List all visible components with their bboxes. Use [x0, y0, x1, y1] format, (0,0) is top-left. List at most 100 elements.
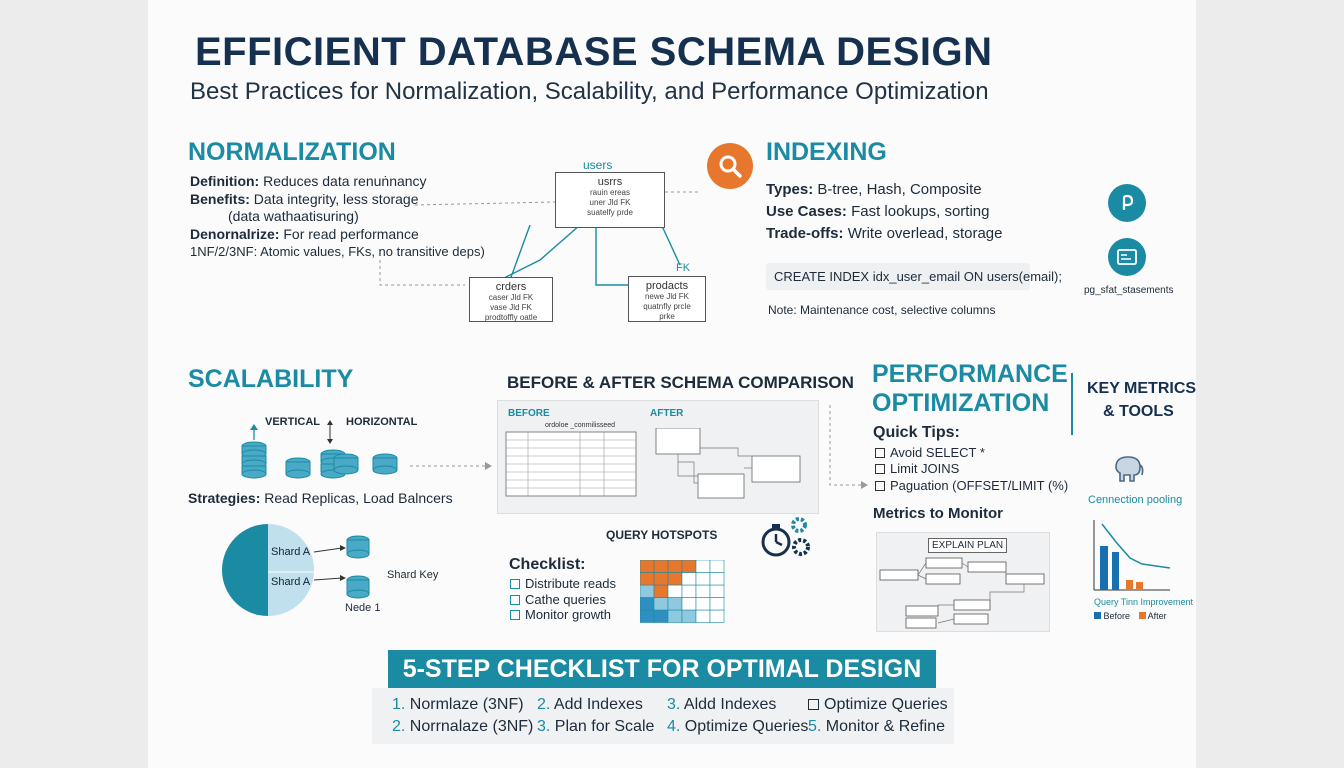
heatmap-cell: [653, 609, 669, 623]
checkbox-icon: [875, 481, 885, 491]
hotspots-heading: QUERY HOTSPOTS: [606, 528, 718, 542]
index-uses-line: Use Cases: Fast lookups, sorting: [766, 203, 989, 220]
quick-tips-heading: Quick Tips:: [873, 424, 960, 441]
products-table-box: prodacts newe Jld FK quatnfly prcle prke: [628, 276, 706, 322]
heatmap-cell: [681, 572, 697, 586]
heatmap-cell: [709, 584, 725, 598]
checkbox-icon: [875, 448, 885, 458]
checklist-item-1-label: Distribute reads: [525, 576, 617, 591]
users-orders-link: [499, 224, 581, 281]
denormalize-line: Denornalrize: For read performance: [190, 226, 419, 242]
checklist-item-1: Distribute reads: [510, 576, 616, 591]
step-number: 1.: [392, 696, 406, 713]
tip-3: Paguation (OFFSET/LIMIT (%): [875, 478, 1068, 493]
vertical-label: VERTICAL: [265, 416, 320, 428]
heatmap-cell: [695, 597, 711, 611]
heatmap-cell: [695, 572, 711, 586]
heatmap-cell: [695, 560, 711, 573]
before-bar: [1112, 552, 1119, 590]
orders-table-box: crders caser Jld FK vase Jld FK prodtoff…: [469, 277, 553, 322]
tip-2-label: Limit JOINS: [890, 461, 960, 476]
heatmap-cell: [653, 560, 669, 573]
comparison-heading: BEFORE & AFTER SCHEMA COMPARISON: [507, 373, 854, 392]
index-uses-label: Use Cases:: [766, 203, 847, 220]
definition-line: Definition: Reduces data renuṅnancy: [190, 173, 427, 189]
denormalize-text: For read performance: [283, 226, 419, 242]
step-text: Optimize Queries: [684, 718, 809, 735]
orders-table-title: crders: [495, 281, 527, 293]
step-r2-c4: 5. Monitor & Refine: [808, 718, 945, 736]
checklist-banner-title: 5-STEP CHECKLIST FOR OPTIMAL DESIGN: [388, 650, 936, 688]
index-types-text: B-tree, Hash, Composite: [817, 181, 982, 198]
heatmap-cell: [709, 560, 725, 573]
metrics-heading: Metrics to Monitor: [873, 505, 1003, 522]
users-caption: users: [583, 158, 613, 172]
orders-field-1: caser Jld FK: [488, 293, 534, 302]
step-number: 2.: [392, 718, 406, 735]
checklist-item-2-label: Cathe queries: [525, 592, 606, 607]
index-tradeoffs-label: Trade-offs:: [766, 225, 844, 242]
heatmap-cell: [640, 597, 655, 611]
checkbox-icon: [510, 610, 520, 620]
step-text: Norrnalaze (3NF): [409, 718, 534, 735]
heatmap-cell: [681, 609, 697, 623]
step-text: Aldd Indexes: [683, 696, 777, 713]
denormalize-label: Denornalrize:: [190, 226, 280, 242]
users-products-link: [595, 225, 630, 286]
checkbox-icon: [875, 464, 885, 474]
timer-gear-icon: [758, 514, 814, 567]
benefits-note: (data wathaatisuring): [228, 208, 359, 224]
shard-a-label-1: Shard A: [271, 546, 311, 558]
step-number: 4.: [667, 718, 681, 735]
comparison-drawings: [505, 428, 801, 499]
step-text: Normlaze (3NF): [409, 696, 524, 713]
postgres-icon: [1108, 184, 1146, 222]
users-field-3: suatelfy prde: [587, 208, 633, 217]
users-field-1: rauin ereas: [589, 188, 631, 197]
chart-legend: Before After: [1094, 611, 1167, 621]
heatmap-cell: [667, 584, 683, 598]
elephant-icon: [1112, 453, 1146, 490]
step-r1-c4: Optimize Queries: [808, 696, 948, 714]
index-tradeoffs-line: Trade-offs: Write overlead, storage: [766, 225, 1003, 242]
chart-label: Query Tinn Improvement: [1094, 597, 1194, 607]
step-r1-c3: 3. Aldd Indexes: [667, 696, 776, 714]
users-orders-link-2: [509, 224, 531, 281]
after-bar: [1126, 580, 1133, 590]
legend-before-label: Before: [1103, 611, 1131, 621]
heatmap-cell: [695, 584, 711, 598]
heatmap-cell: [640, 609, 655, 623]
query-time-chart: [1093, 520, 1171, 591]
normalization-heading: NORMALIZATION: [188, 138, 396, 166]
shard-a-label-2: Shard A: [271, 576, 311, 588]
node-label: Nede 1: [345, 602, 381, 614]
key-metrics-heading-1: KEY METRICS: [1087, 380, 1197, 397]
pg-stat-label: pg_sfat_stasements: [1084, 285, 1174, 296]
index-types-line: Types: B-tree, Hash, Composite: [766, 181, 982, 198]
strategies-label: Strategies:: [188, 490, 261, 506]
tip-2: Limit JOINS: [875, 461, 959, 476]
checkbox-icon: [808, 699, 819, 710]
step-text: Optimize Queries: [824, 696, 948, 713]
heatmap-cell: [709, 597, 725, 611]
products-field-2: quatnfly prcle: [643, 302, 691, 311]
step-number: 2.: [537, 696, 551, 713]
step-number: 3.: [537, 718, 551, 735]
performance-heading-1: PERFORMANCE: [872, 360, 1068, 388]
connection-pooling-label: Cennection pooling: [1088, 494, 1183, 506]
explain-plan-tree: [879, 557, 1045, 629]
metrics-divider: [1071, 373, 1073, 435]
normal-forms-line: 1NF/2/3NF: Atomic values, FKs, no transi…: [190, 244, 485, 259]
heatmap-cell: [667, 597, 683, 611]
heatmap-cell: [653, 584, 669, 598]
after-label: AFTER: [650, 408, 684, 419]
scalability-heading: SCALABILITY: [188, 365, 354, 393]
heatmap-cell: [681, 597, 697, 611]
page-title: EFFICIENT DATABASE SCHEMA DESIGN: [195, 30, 993, 74]
tip-1: Avoid SELECT *: [875, 445, 985, 460]
before-table-caption: ordoloe _conrnilisseed: [545, 422, 616, 429]
heatmap-cell: [667, 560, 683, 573]
tip-3-label: Paguation (OFFSET/LIMIT (%): [890, 478, 1069, 493]
step-text: Monitor & Refine: [825, 718, 945, 735]
benefits-label: Benefits:: [190, 191, 250, 207]
